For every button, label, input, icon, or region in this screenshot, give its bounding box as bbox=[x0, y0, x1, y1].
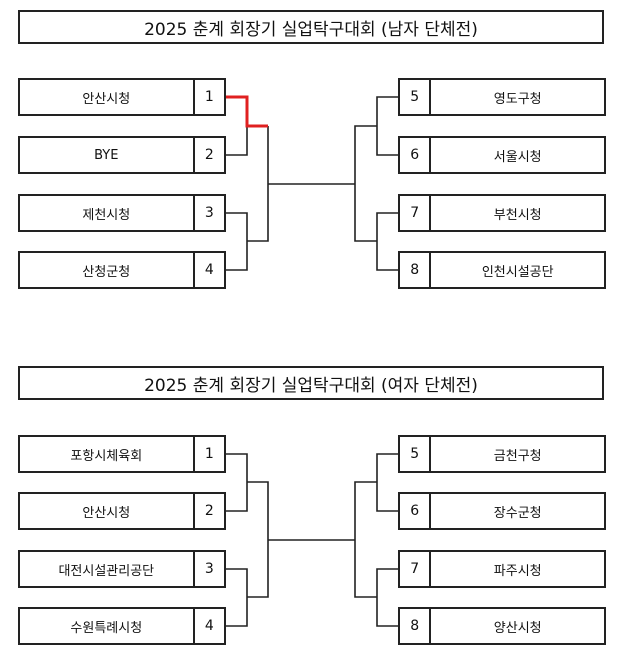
team-name: 제천시청 bbox=[82, 207, 131, 223]
seed-number: 7 bbox=[400, 196, 432, 230]
seed-number: 3 bbox=[192, 196, 224, 230]
team-name: 양산시청 bbox=[493, 620, 542, 636]
team-slot: 포항시체육회 1 bbox=[18, 435, 226, 473]
team-name: 서울시청 bbox=[493, 149, 542, 165]
seed-number: 4 bbox=[192, 609, 224, 643]
team-name: 산청군청 bbox=[82, 264, 131, 280]
team-slot: 수원특례시청 4 bbox=[18, 607, 226, 645]
connector-line bbox=[226, 126, 248, 156]
connector-line bbox=[376, 212, 398, 271]
team-slot: 산청군청 4 bbox=[18, 251, 226, 289]
seed-number: 6 bbox=[400, 494, 432, 528]
connector-line bbox=[226, 568, 248, 627]
connector-line bbox=[376, 453, 398, 512]
team-name: 금천구청 bbox=[493, 448, 542, 464]
connector-line bbox=[226, 212, 248, 271]
seed-number: 3 bbox=[192, 552, 224, 586]
women-connector-lines bbox=[226, 453, 398, 627]
team-name: 안산시청 bbox=[82, 505, 131, 521]
team-slot: 6 서울시청 bbox=[398, 136, 606, 174]
bracket-title: 2025 춘계 회장기 실업탁구대회 (여자 단체전) bbox=[18, 366, 604, 400]
connector-line bbox=[247, 481, 269, 598]
connector-line bbox=[376, 96, 398, 156]
team-slot: 6 장수군청 bbox=[398, 492, 606, 530]
seed-number: 7 bbox=[400, 552, 432, 586]
men-connector-lines bbox=[226, 96, 398, 271]
winner-path bbox=[226, 95, 268, 128]
team-slot: 안산시청 2 bbox=[18, 492, 226, 530]
seed-number: 5 bbox=[400, 437, 432, 471]
highlight-line bbox=[226, 95, 268, 128]
seed-number: 2 bbox=[192, 494, 224, 528]
team-name: 부천시청 bbox=[493, 207, 542, 223]
team-slot: 5 영도구청 bbox=[398, 78, 606, 116]
team-slot: BYE 2 bbox=[18, 136, 226, 174]
team-slot: 7 파주시청 bbox=[398, 550, 606, 588]
team-slot: 7 부천시청 bbox=[398, 194, 606, 232]
team-name: 파주시청 bbox=[493, 563, 542, 579]
seed-number: 1 bbox=[192, 80, 224, 114]
seed-number: 8 bbox=[400, 609, 432, 643]
team-slot: 5 금천구청 bbox=[398, 435, 606, 473]
team-name: 대전시설관리공단 bbox=[58, 563, 155, 579]
team-slot: 안산시청 1 bbox=[18, 78, 226, 116]
connector-line bbox=[354, 481, 377, 598]
team-name: BYE bbox=[94, 147, 119, 163]
bracket-title: 2025 춘계 회장기 실업탁구대회 (남자 단체전) bbox=[18, 10, 604, 44]
team-slot: 제천시청 3 bbox=[18, 194, 226, 232]
connector-line bbox=[247, 126, 269, 242]
team-slot: 8 양산시청 bbox=[398, 607, 606, 645]
team-slot: 8 인천시설공단 bbox=[398, 251, 606, 289]
seed-number: 5 bbox=[400, 80, 432, 114]
team-name: 포항시체육회 bbox=[70, 448, 143, 464]
team-slot: 대전시설관리공단 3 bbox=[18, 550, 226, 588]
seed-number: 8 bbox=[400, 253, 432, 287]
team-name: 장수군청 bbox=[493, 505, 542, 521]
connector-line bbox=[226, 453, 248, 512]
team-name: 안산시청 bbox=[82, 91, 131, 107]
seed-number: 1 bbox=[192, 437, 224, 471]
team-name: 인천시설공단 bbox=[481, 264, 554, 280]
connector-line bbox=[354, 125, 377, 242]
team-name: 수원특례시청 bbox=[70, 620, 143, 636]
seed-number: 6 bbox=[400, 138, 432, 172]
seed-number: 2 bbox=[192, 138, 224, 172]
team-name: 영도구청 bbox=[493, 91, 542, 107]
seed-number: 4 bbox=[192, 253, 224, 287]
connector-line bbox=[376, 568, 398, 627]
